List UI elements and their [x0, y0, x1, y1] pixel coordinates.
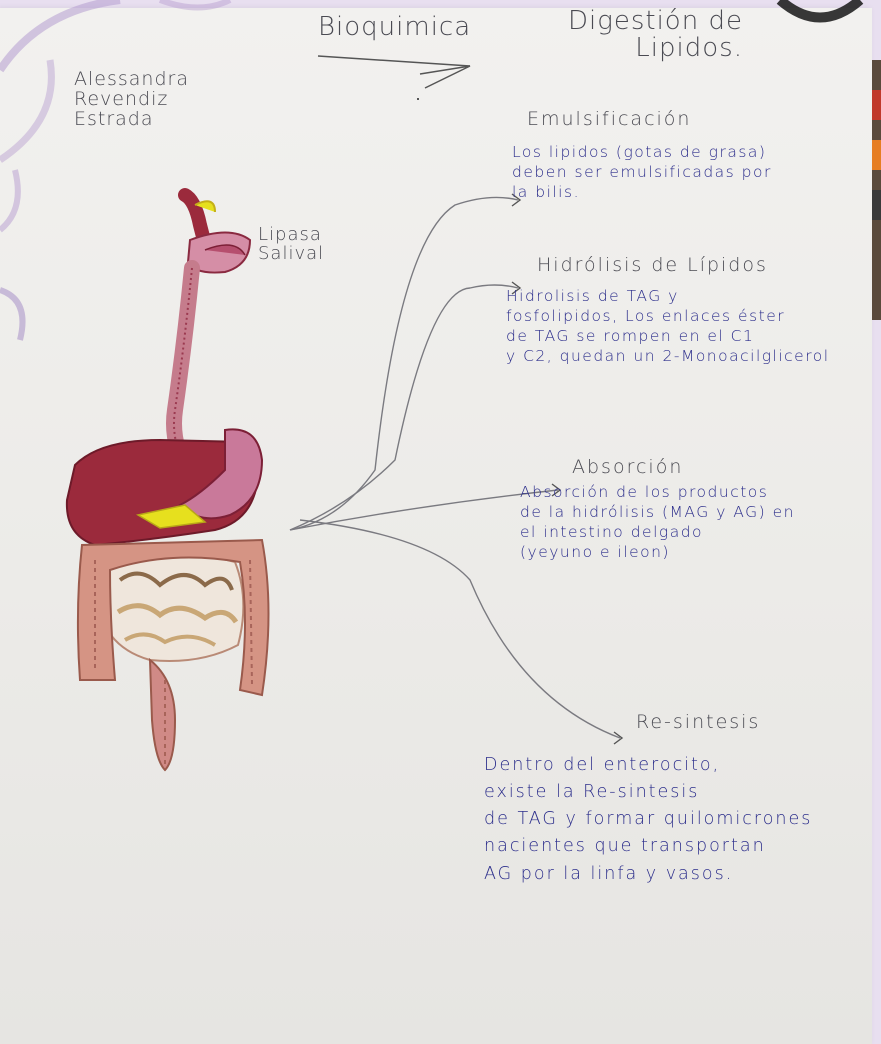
section-hidrolisis-title: Hidrólisis de Lípidos: [537, 256, 768, 276]
section-resintesis-title: Re-sintesis: [636, 713, 760, 733]
section-resintesis-body: Dentro del enterocito, existe la Re-sint…: [484, 752, 812, 888]
section-hidrolisis-body: Hidrolisis de TAG y fosfolipidos, Los en…: [506, 286, 830, 367]
section-absorcion-body: Absorción de los productos de la hidróli…: [520, 482, 795, 563]
section-emulsificacion-body: Los lipidos (gotas de grasa) deben ser e…: [512, 142, 772, 202]
section-emulsificacion-title: Emulsificación: [527, 110, 691, 130]
section-absorcion-title: Absorción: [572, 458, 683, 478]
